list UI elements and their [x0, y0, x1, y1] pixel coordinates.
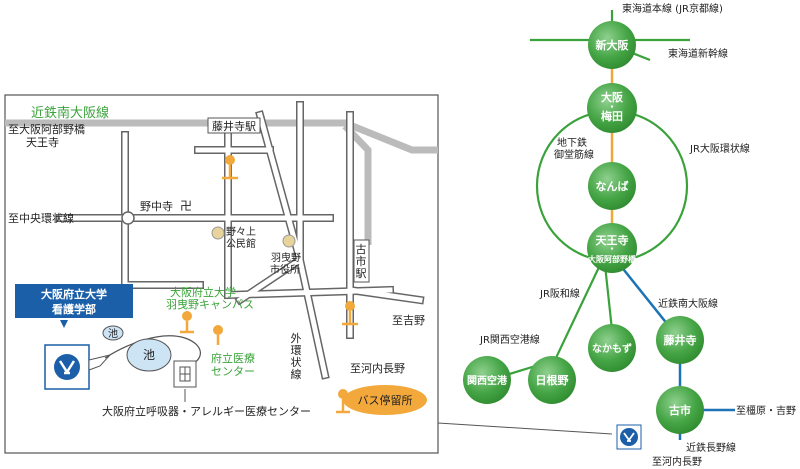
- to-osaka-abeno-label: 至大阪阿部野橋: [8, 122, 85, 136]
- bus-stop-pin-3: [213, 325, 223, 345]
- city-hall-label-1: 羽曳野: [271, 252, 301, 264]
- furuichi-station-label: 古市駅: [356, 243, 367, 280]
- to-yoshino-label: 至吉野: [392, 314, 425, 327]
- fujiidera-station-label: 藤井寺駅: [212, 119, 256, 133]
- university-logo-small-icon: [620, 428, 638, 446]
- nonoue-hall-label-1: 野々上: [226, 226, 256, 238]
- svg-text:日根野: 日根野: [536, 373, 569, 387]
- jr-loop-label: JR大阪環状線: [689, 142, 750, 155]
- city-hall-label-2: 市役所: [270, 263, 300, 276]
- jr-kansai-airport-label: JR関西空港線: [479, 333, 540, 346]
- tennoji-label: 天王寺: [26, 136, 59, 149]
- railway-label: 近鉄南大阪線: [31, 105, 109, 121]
- station-shin-osaka: 新大阪: [588, 21, 636, 69]
- tokaido-main-label: 東海道本線 (JR京都線): [622, 2, 723, 15]
- nursing-pointer: [60, 320, 68, 328]
- zoom-connector: [437, 422, 613, 435]
- route-map: 東海道本線 (JR京都線) 東海道新幹線 地下鉄 御堂筋線 JR大阪環状線 JR…: [463, 2, 796, 468]
- roundabout: [121, 211, 135, 225]
- svg-text:・: ・: [607, 245, 616, 255]
- station-furuichi: 古市: [656, 386, 704, 434]
- bus-stop-pin-1: [222, 155, 238, 180]
- to-kawachinagano-local-label: 至河内長野: [350, 361, 405, 375]
- bus-stop-callout: [343, 385, 427, 415]
- nursing-label-1: 大阪府立大学: [41, 287, 107, 301]
- station-fujiidera: 藤井寺: [656, 316, 704, 364]
- to-chuo-ring-label: 至中央環状線: [8, 211, 74, 225]
- small-pond: [102, 325, 124, 341]
- svg-text:大阪: 大阪: [601, 90, 624, 104]
- to-kashihara-label: 至橿原・吉野: [736, 404, 796, 417]
- kintetsu-nagano-label: 近鉄長野線: [686, 441, 736, 454]
- university-logo-icon: [54, 354, 80, 380]
- jr-hanwa-label: JR阪和線: [539, 287, 580, 300]
- nonaka-temple-label: 野中寺: [140, 200, 173, 213]
- svg-text:なかもず: なかもず: [592, 342, 632, 355]
- city-hall-icon: [282, 234, 296, 248]
- small-pond-label: 池: [108, 327, 118, 340]
- svg-text:天王寺: 天王寺: [596, 233, 629, 247]
- station-tennoji: 天王寺 ・ 大阪阿部野橋: [587, 223, 637, 273]
- station-kansai-airport: 関西空港: [463, 356, 511, 404]
- svg-text:古市: 古市: [669, 403, 691, 417]
- campus-label-1: 大阪府立大学: [170, 285, 236, 299]
- outer-ring-label: 外環状線: [291, 332, 302, 381]
- svg-text:なんば: なんば: [596, 179, 629, 193]
- hospital-label-1: 府立医療: [211, 351, 255, 365]
- nursing-label-2: 看護学部: [52, 302, 96, 316]
- station-umeda: 大阪 ・ 梅田: [587, 83, 637, 133]
- subway-label-2: 御堂筋線: [554, 148, 594, 161]
- svg-text:梅田: 梅田: [601, 109, 623, 123]
- fujiidera-station-box: [207, 117, 261, 134]
- nursing-school-box: [15, 284, 133, 318]
- nonoue-hall-icon: [211, 226, 225, 240]
- nonoue-hall-label-2: 公民館: [226, 237, 256, 250]
- campus-label-2: 羽曳野キャンパス: [166, 298, 254, 311]
- svg-text:藤井寺: 藤井寺: [664, 333, 697, 347]
- bus-stop-pin-2: [180, 311, 194, 334]
- big-pond-label: 池: [143, 348, 155, 362]
- to-kawachinagano-route-label: 至河内長野: [652, 455, 702, 468]
- svg-text:大阪阿部野橋: 大阪阿部野橋: [588, 254, 637, 264]
- svg-text:新大阪: 新大阪: [596, 38, 630, 52]
- big-pond: [126, 338, 172, 372]
- station-hineno: 日根野: [528, 356, 576, 404]
- bus-stop-label: バス停留所: [358, 393, 413, 407]
- bus-stop-pin-4: [342, 301, 358, 326]
- subway-label-1: 地下鉄: [557, 136, 587, 149]
- kintetsu-railway: [5, 119, 438, 154]
- station-namba: なんば: [588, 162, 636, 210]
- tokaido-shinkansen-label: 東海道新幹線: [668, 47, 728, 60]
- svg-text:・: ・: [607, 103, 616, 113]
- kintetsu-minami-label: 近鉄南大阪線: [658, 297, 718, 310]
- svg-text:関西空港: 関西空港: [467, 374, 508, 387]
- temple-icon: 卍: [180, 199, 192, 213]
- station-nakamozu: なかもず: [588, 324, 636, 372]
- respiratory-center-label: 大阪府立呼吸器・アレルギー医療センター: [102, 404, 311, 418]
- local-map: 近鉄南大阪線 至大阪阿部野橋 天王寺 藤井寺駅 野中寺 卍 至中央環状線 野々上…: [4, 94, 439, 454]
- furuichi-station-box: [353, 239, 370, 283]
- hospital-label-2: センター: [211, 365, 255, 378]
